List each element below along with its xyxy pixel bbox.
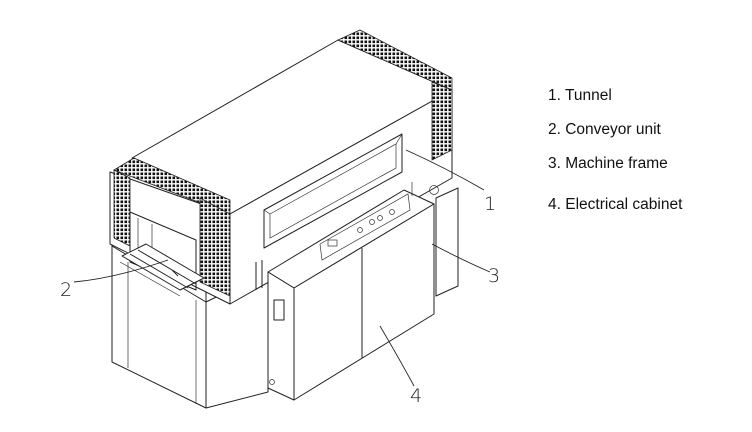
leader-line-3 bbox=[431, 243, 491, 273]
legend-item-conveyor-unit: 2. Conveyor unit bbox=[548, 121, 661, 138]
callout-number-1: 1 bbox=[484, 193, 496, 215]
leader-line-2 bbox=[73, 259, 169, 283]
callout-number-2: 2 bbox=[60, 279, 72, 301]
legend-item-machine-frame: 3. Machine frame bbox=[548, 155, 668, 172]
callout-number-3: 3 bbox=[488, 265, 500, 287]
legend-item-electrical-cabinet: 4. Electrical cabinet bbox=[548, 196, 683, 213]
conveyor-unit bbox=[119, 243, 205, 297]
leader-lines bbox=[73, 149, 491, 387]
leader-line-4 bbox=[379, 325, 415, 387]
electrical-cabinet bbox=[255, 182, 439, 401]
machine-frame bbox=[111, 187, 459, 409]
legend-item-tunnel: 1. Tunnel bbox=[548, 87, 612, 104]
leader-line-1 bbox=[405, 149, 485, 191]
tunnel bbox=[109, 29, 453, 305]
callout-number-4: 4 bbox=[410, 385, 422, 407]
